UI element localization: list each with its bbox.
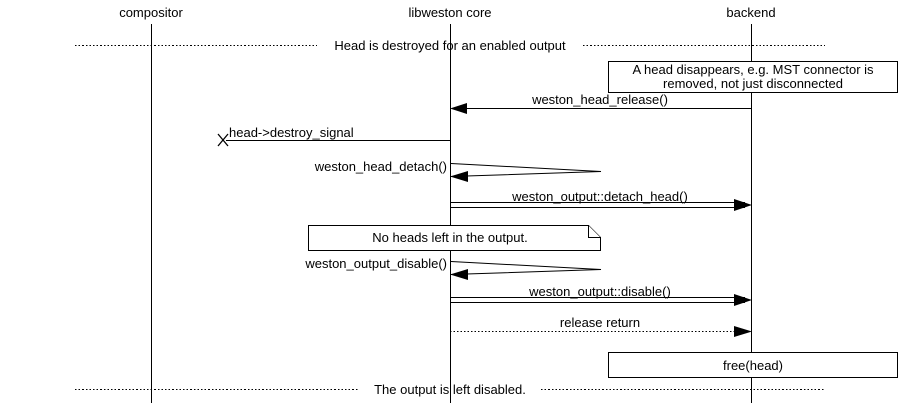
participant-label-libweston-core: libweston core	[408, 5, 491, 20]
message-selfcall-weston-head-detach	[450, 163, 602, 177]
message-label-weston-output-disable-callback: weston_output::disable()	[528, 284, 671, 299]
message-label-weston-head-release: weston_head_release()	[531, 92, 668, 107]
message-label-head-destroy-signal: head->destroy_signal	[229, 125, 354, 140]
message-label-release-return: release return	[560, 315, 640, 330]
message-arrowhead-weston-head-release	[450, 103, 467, 114]
message-arrowhead-release-return	[734, 326, 752, 337]
note-no-heads-left-box	[308, 225, 601, 251]
note-no-heads-left-fold	[588, 225, 601, 238]
divider-top-label: Head is destroyed for an enabled output	[334, 38, 566, 53]
note-head-disappears-line-2: removed, not just disconnected	[663, 76, 843, 91]
message-arrowhead-weston-output-disable	[450, 269, 468, 280]
message-arrowhead-weston-output-disable-callback	[734, 294, 752, 306]
message-selfcall-weston-output-disable	[450, 261, 602, 275]
message-label-weston-output-detach-head: weston_output::detach_head()	[511, 189, 688, 204]
message-arrowhead-weston-output-detach-head	[734, 199, 752, 211]
note-free-head-text: free(head)	[723, 358, 783, 373]
divider-bottom-label: The output is left disabled.	[374, 382, 526, 397]
note-head-disappears-box	[608, 61, 898, 93]
note-no-heads-left-text: No heads left in the output.	[372, 230, 527, 245]
destroy-x-icon-stroke-2	[217, 133, 229, 147]
note-head-disappears-line-1: A head disappears, e.g. MST connector is	[632, 62, 874, 77]
message-label-weston-output-disable: weston_output_disable()	[304, 256, 447, 271]
message-label-weston-head-detach: weston_head_detach()	[314, 159, 447, 174]
participant-label-compositor: compositor	[119, 5, 183, 20]
participant-label-backend: backend	[726, 5, 775, 20]
message-arrowhead-weston-head-detach	[450, 171, 468, 182]
note-free-head-box	[608, 352, 898, 378]
